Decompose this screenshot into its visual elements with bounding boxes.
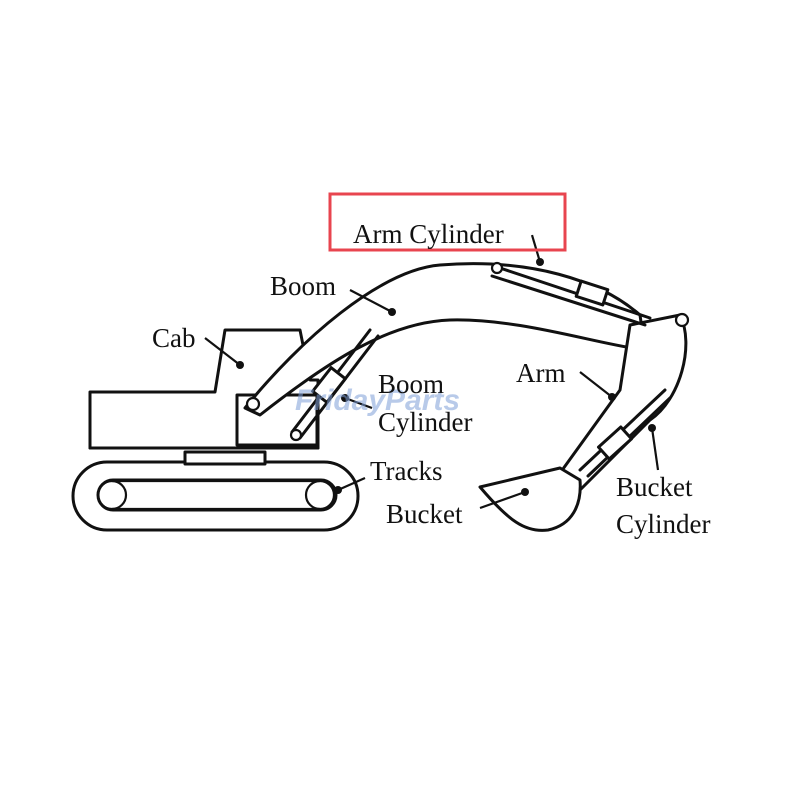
label-arm-cylinder: Arm Cylinder (353, 219, 504, 249)
watermark-logo: FridayParts (295, 384, 460, 417)
label-bucket-cylinder-line2: Cylinder (616, 509, 711, 539)
bucket-drawing (478, 466, 582, 532)
label-cab: Cab (152, 323, 196, 353)
label-tracks: Tracks (370, 456, 443, 486)
tracks-drawing (71, 450, 360, 532)
highlight-box (328, 192, 567, 252)
arm-cylinder-drawing (490, 261, 652, 327)
label-bucket-cylinder-line1: Bucket (616, 472, 693, 502)
label-boom: Boom (270, 271, 336, 301)
boom-cylinder-drawing (289, 328, 380, 442)
bucket-cylinder-drawing (578, 388, 672, 478)
label-boom-cylinder-line1: Boom (378, 369, 444, 399)
label-arm: Arm (516, 358, 566, 388)
leader-lines (204, 234, 660, 510)
label-boom-cylinder-line2: Cylinder (378, 407, 473, 437)
arm-drawing (553, 312, 690, 497)
label-bucket: Bucket (386, 499, 463, 529)
